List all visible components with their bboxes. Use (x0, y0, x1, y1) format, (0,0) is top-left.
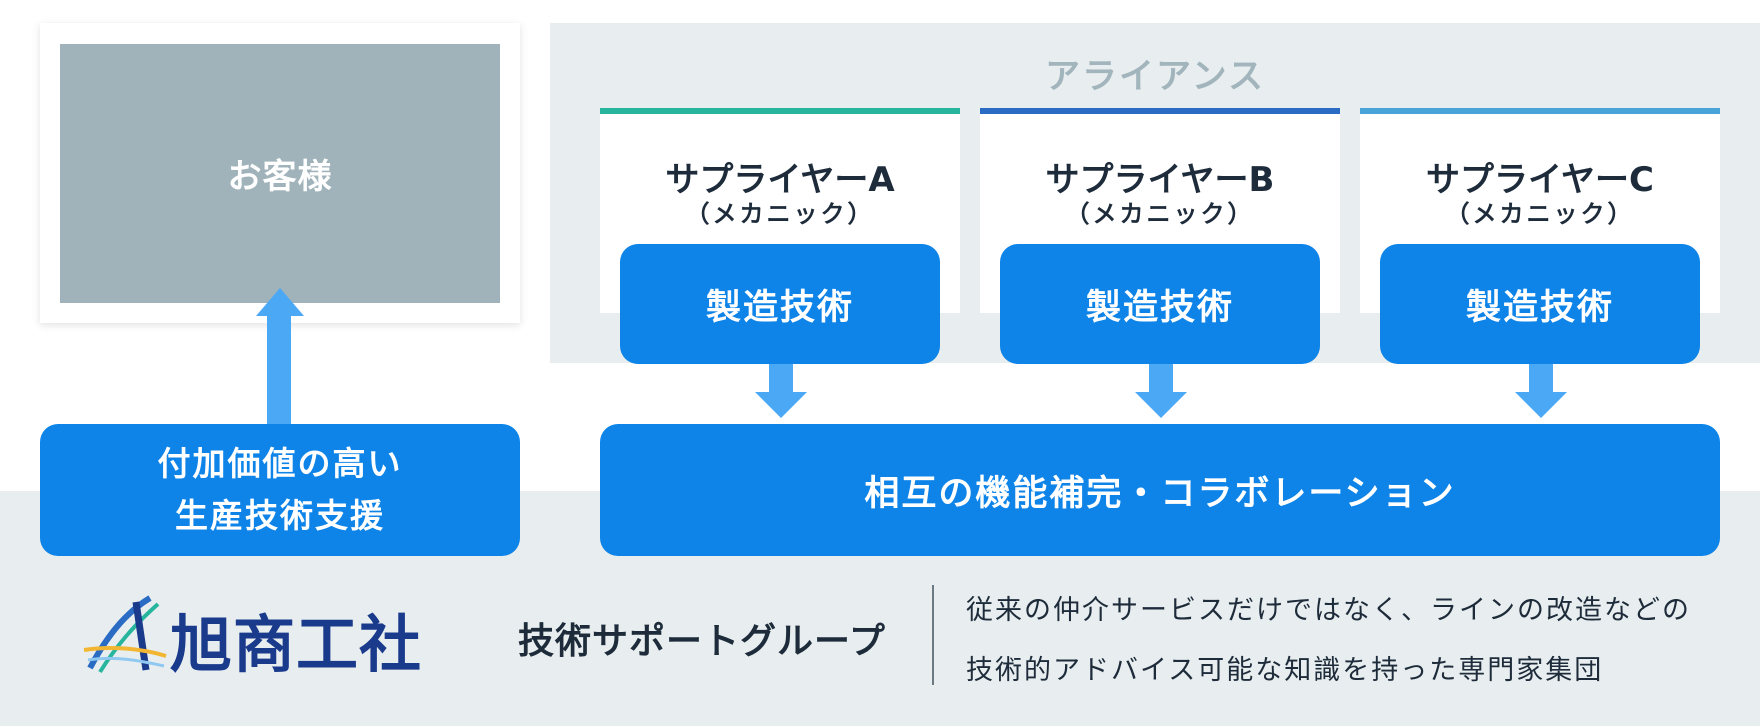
supplier-name: サプライヤーC (1426, 160, 1654, 200)
down-arrow-icon (1135, 364, 1187, 418)
supplier-role: （メカニック） (1065, 200, 1255, 228)
supplier-role: （メカニック） (685, 200, 875, 228)
collaboration-box: 相互の機能補完・コラボレーション (600, 424, 1720, 556)
group-description-line-2: 技術的アドバイス可能な知識を持った専門家集団 (966, 655, 1604, 686)
up-arrow-icon (256, 288, 304, 424)
alliance-title: アライアンス (1045, 57, 1265, 97)
logo-text: 旭商工社 (170, 608, 423, 681)
support-box: 付加価値の高い 生産技術支援 (40, 424, 520, 556)
supplier-role: （メカニック） (1445, 200, 1635, 228)
tech-box-c: 製造技術 (1380, 244, 1700, 364)
logo-mark-icon (83, 595, 167, 674)
company-logo: 旭商工社 (80, 590, 430, 681)
customer-card: お客様 (40, 23, 520, 323)
support-line-2: 生産技術支援 (175, 496, 385, 535)
support-line-1: 付加価値の高い (157, 444, 403, 483)
tech-box-a: 製造技術 (620, 244, 940, 364)
supplier-name: サプライヤーA (665, 160, 895, 200)
group-description-line-1: 従来の仲介サービスだけではなく、ラインの改造などの (966, 595, 1691, 626)
tech-box-b: 製造技術 (1000, 244, 1320, 364)
divider (932, 585, 934, 685)
down-arrow-icon (755, 364, 807, 418)
customer-label: お客様 (60, 44, 500, 303)
group-name: 技術サポートグループ (518, 621, 886, 662)
supplier-name: サプライヤーB (1045, 160, 1275, 200)
down-arrow-icon (1515, 364, 1567, 418)
